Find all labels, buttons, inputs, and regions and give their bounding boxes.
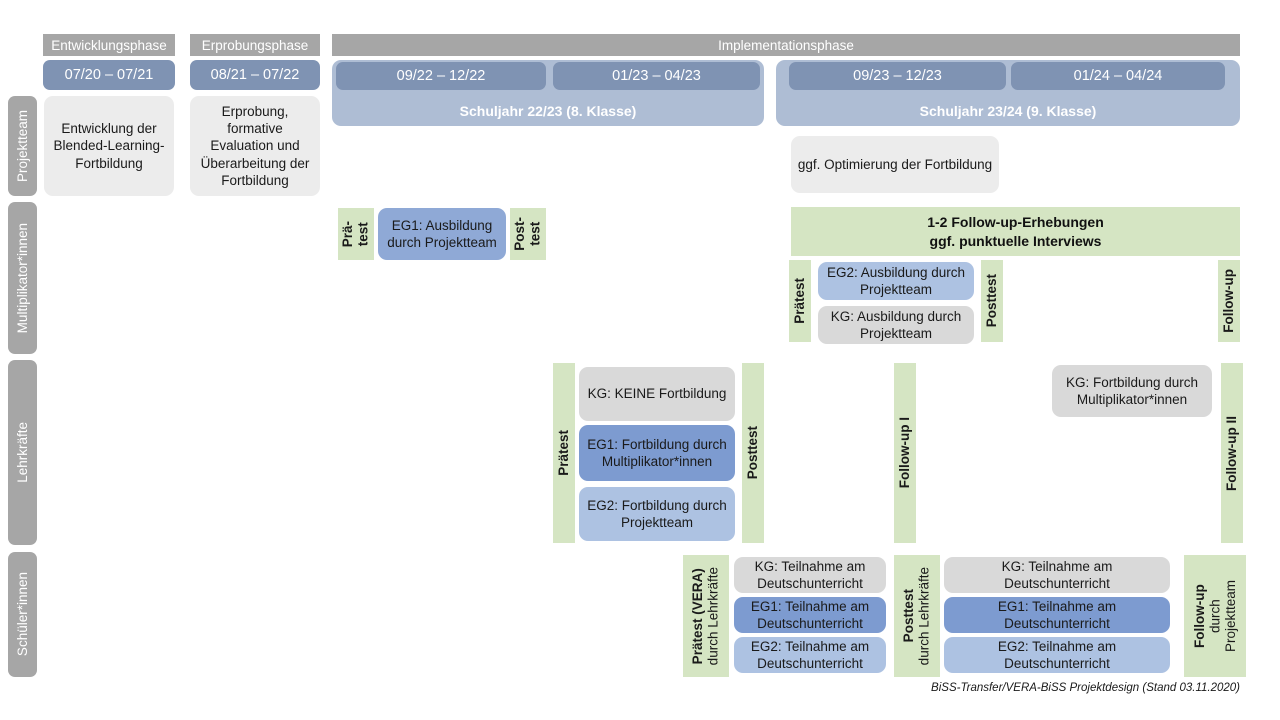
card-eg2-teilnahme-deutschunterricht-2: EG2: Teilnahme am Deutschunterricht [944, 637, 1170, 673]
green-praetest-multiplikatoren-1-text: Prä-test [340, 220, 371, 248]
card-kg-ausbildung-projektteam: KG: Ausbildung durch Projektteam [818, 306, 974, 344]
row-label-multiplikatoren: Multiplikator*innen [8, 202, 37, 354]
card-erprobung-evaluation: Erprobung, formative Evaluation und Über… [190, 96, 320, 196]
green-posttest-lehrkraefte: Posttest [742, 363, 764, 543]
green-praetest-vera-schueler: Prätest (VERA)durch Lehrkräfte [683, 555, 729, 677]
row-label-schueler-text: Schüler*innen [14, 572, 30, 657]
green-posttest-lehrkraefte-text: Posttest [745, 426, 761, 480]
green-praetest-multiplikatoren-2: Prätest [789, 260, 811, 342]
card-kg-teilnahme-deutschunterricht-1: KG: Teilnahme am Deutschunterricht [734, 557, 886, 593]
card-kg-fortbildung-multiplikatoren: KG: Fortbildung durch Multiplikator*inne… [1052, 365, 1212, 417]
green-followup-multiplikatoren-text: Follow-up [1221, 269, 1237, 333]
phase-header-erprobungsphase: Erprobungsphase [190, 34, 320, 56]
card-kg-teilnahme-deutschunterricht-2: KG: Teilnahme am Deutschunterricht [944, 557, 1170, 593]
followup-banner-line1: 1-2 Follow-up-Erhebungen [927, 214, 1104, 231]
card-optimierung-fortbildung: ggf. Optimierung der Fortbildung [791, 136, 999, 193]
period-box-0124-0424: 01/24 – 04/24 [1011, 62, 1225, 90]
phase-header-implementationsphase: Implementationsphase [332, 34, 1240, 56]
green-followup-2-lehrkraefte-text: Follow-up II [1224, 415, 1240, 491]
green-posttest-multiplikatoren-1: Post-test [510, 208, 546, 260]
green-praetest-multiplikatoren-1: Prä-test [338, 208, 374, 260]
period-box-0922-1222: 09/22 – 12/22 [336, 62, 546, 90]
green-followup-multiplikatoren: Follow-up [1218, 260, 1240, 342]
phase-header-entwicklungsphase: Entwicklungsphase [43, 34, 175, 56]
row-label-schueler: Schüler*innen [8, 552, 37, 677]
period-box-0821-0722: 08/21 – 07/22 [190, 60, 320, 90]
card-eg1-teilnahme-deutschunterricht-1: EG1: Teilnahme am Deutschunterricht [734, 597, 886, 633]
period-box-0123-0423: 01/23 – 04/23 [553, 62, 760, 90]
card-eg1-ausbildung-projektteam: EG1: Ausbildung durch Projektteam [378, 208, 506, 260]
card-entwicklung-fortbildung: Entwicklung der Blended-Learning-Fortbil… [44, 96, 174, 196]
card-eg2-teilnahme-deutschunterricht-1: EG2: Teilnahme am Deutschunterricht [734, 637, 886, 673]
green-banner-followup-erhebungen: 1-2 Follow-up-Erhebungen ggf. punktuelle… [791, 207, 1240, 256]
row-label-lehrkraefte-text: Lehrkräfte [14, 422, 30, 483]
green-followup-1-lehrkraefte: Follow-up I [894, 363, 916, 543]
footer-credit: BiSS-Transfer/VERA-BiSS Projektdesign (S… [931, 682, 1240, 694]
green-praetest-vera-schueler-text: Prätest (VERA)durch Lehrkräfte [690, 566, 721, 666]
green-praetest-lehrkraefte-text: Prätest [556, 430, 572, 476]
green-posttest-multiplikatoren-2: Posttest [981, 260, 1003, 342]
row-label-lehrkraefte: Lehrkräfte [8, 360, 37, 545]
period-box-0720-0721: 07/20 – 07/21 [43, 60, 175, 90]
card-kg-keine-fortbildung: KG: KEINE Fortbildung [579, 367, 735, 421]
card-eg2-fortbildung-projektteam: EG2: Fortbildung durch Projektteam [579, 487, 735, 541]
card-eg2-ausbildung-projektteam: EG2: Ausbildung durch Projektteam [818, 262, 974, 300]
green-followup-1-lehrkraefte-text: Follow-up I [897, 417, 913, 489]
followup-banner-line2: ggf. punktuelle Interviews [929, 232, 1102, 249]
row-label-projektteam: Projektteam [8, 96, 37, 196]
green-praetest-multiplikatoren-2-text: Prätest [792, 278, 808, 324]
row-label-multiplikatoren-text: Multiplikator*innen [14, 222, 30, 334]
green-praetest-lehrkraefte: Prätest [553, 363, 575, 543]
row-label-projektteam-text: Projektteam [14, 109, 30, 183]
card-eg1-fortbildung-multiplikatoren: EG1: Fortbildung durch Multiplikator*inn… [579, 425, 735, 481]
card-eg1-teilnahme-deutschunterricht-2: EG1: Teilnahme am Deutschunterricht [944, 597, 1170, 633]
green-posttest-multiplikatoren-1-text: Post-test [512, 217, 543, 251]
green-followup-2-lehrkraefte: Follow-up II [1221, 363, 1243, 543]
green-posttest-multiplikatoren-2-text: Posttest [984, 274, 1000, 328]
period-box-0923-1223: 09/23 – 12/23 [789, 62, 1006, 90]
